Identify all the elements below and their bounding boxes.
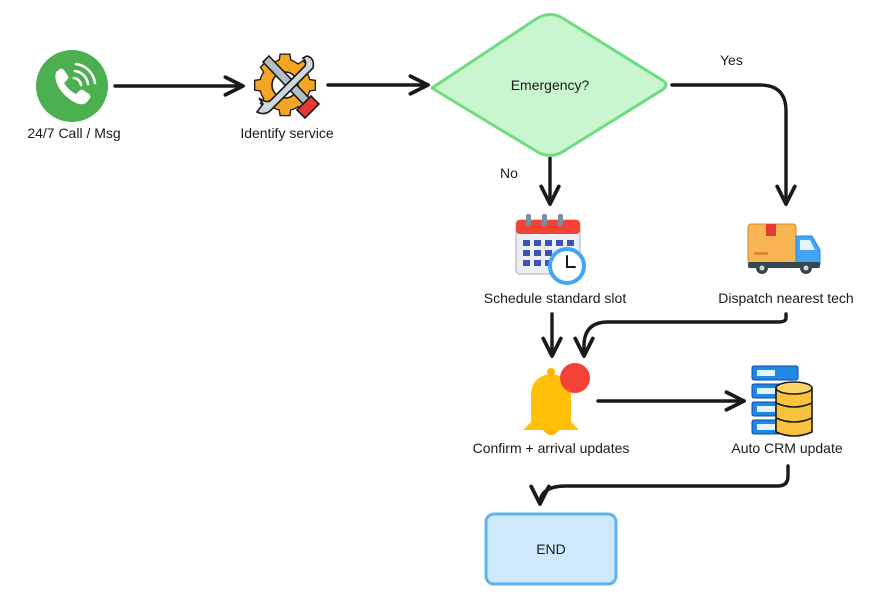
edge-label-yes: Yes: [720, 52, 743, 68]
identify-label: Identify service: [240, 125, 334, 141]
edge-crm-to-end: [529, 464, 790, 506]
decision-diamond: [430, 13, 668, 157]
confirm-label: Confirm + arrival updates: [472, 440, 630, 456]
call-label: 24/7 Call / Msg: [27, 125, 121, 141]
crm-label: Auto CRM update: [731, 440, 843, 456]
dispatch-label: Dispatch nearest tech: [718, 290, 854, 306]
end-box: [484, 512, 618, 586]
edge-decision-yes-to-dispatch: [670, 83, 797, 206]
edge-dispatch-to-confirm: [573, 312, 788, 358]
edge-label-no: No: [500, 165, 518, 181]
schedule-label: Schedule standard slot: [483, 290, 627, 306]
decision-label: Emergency?: [510, 77, 590, 93]
end-label: END: [536, 541, 566, 557]
